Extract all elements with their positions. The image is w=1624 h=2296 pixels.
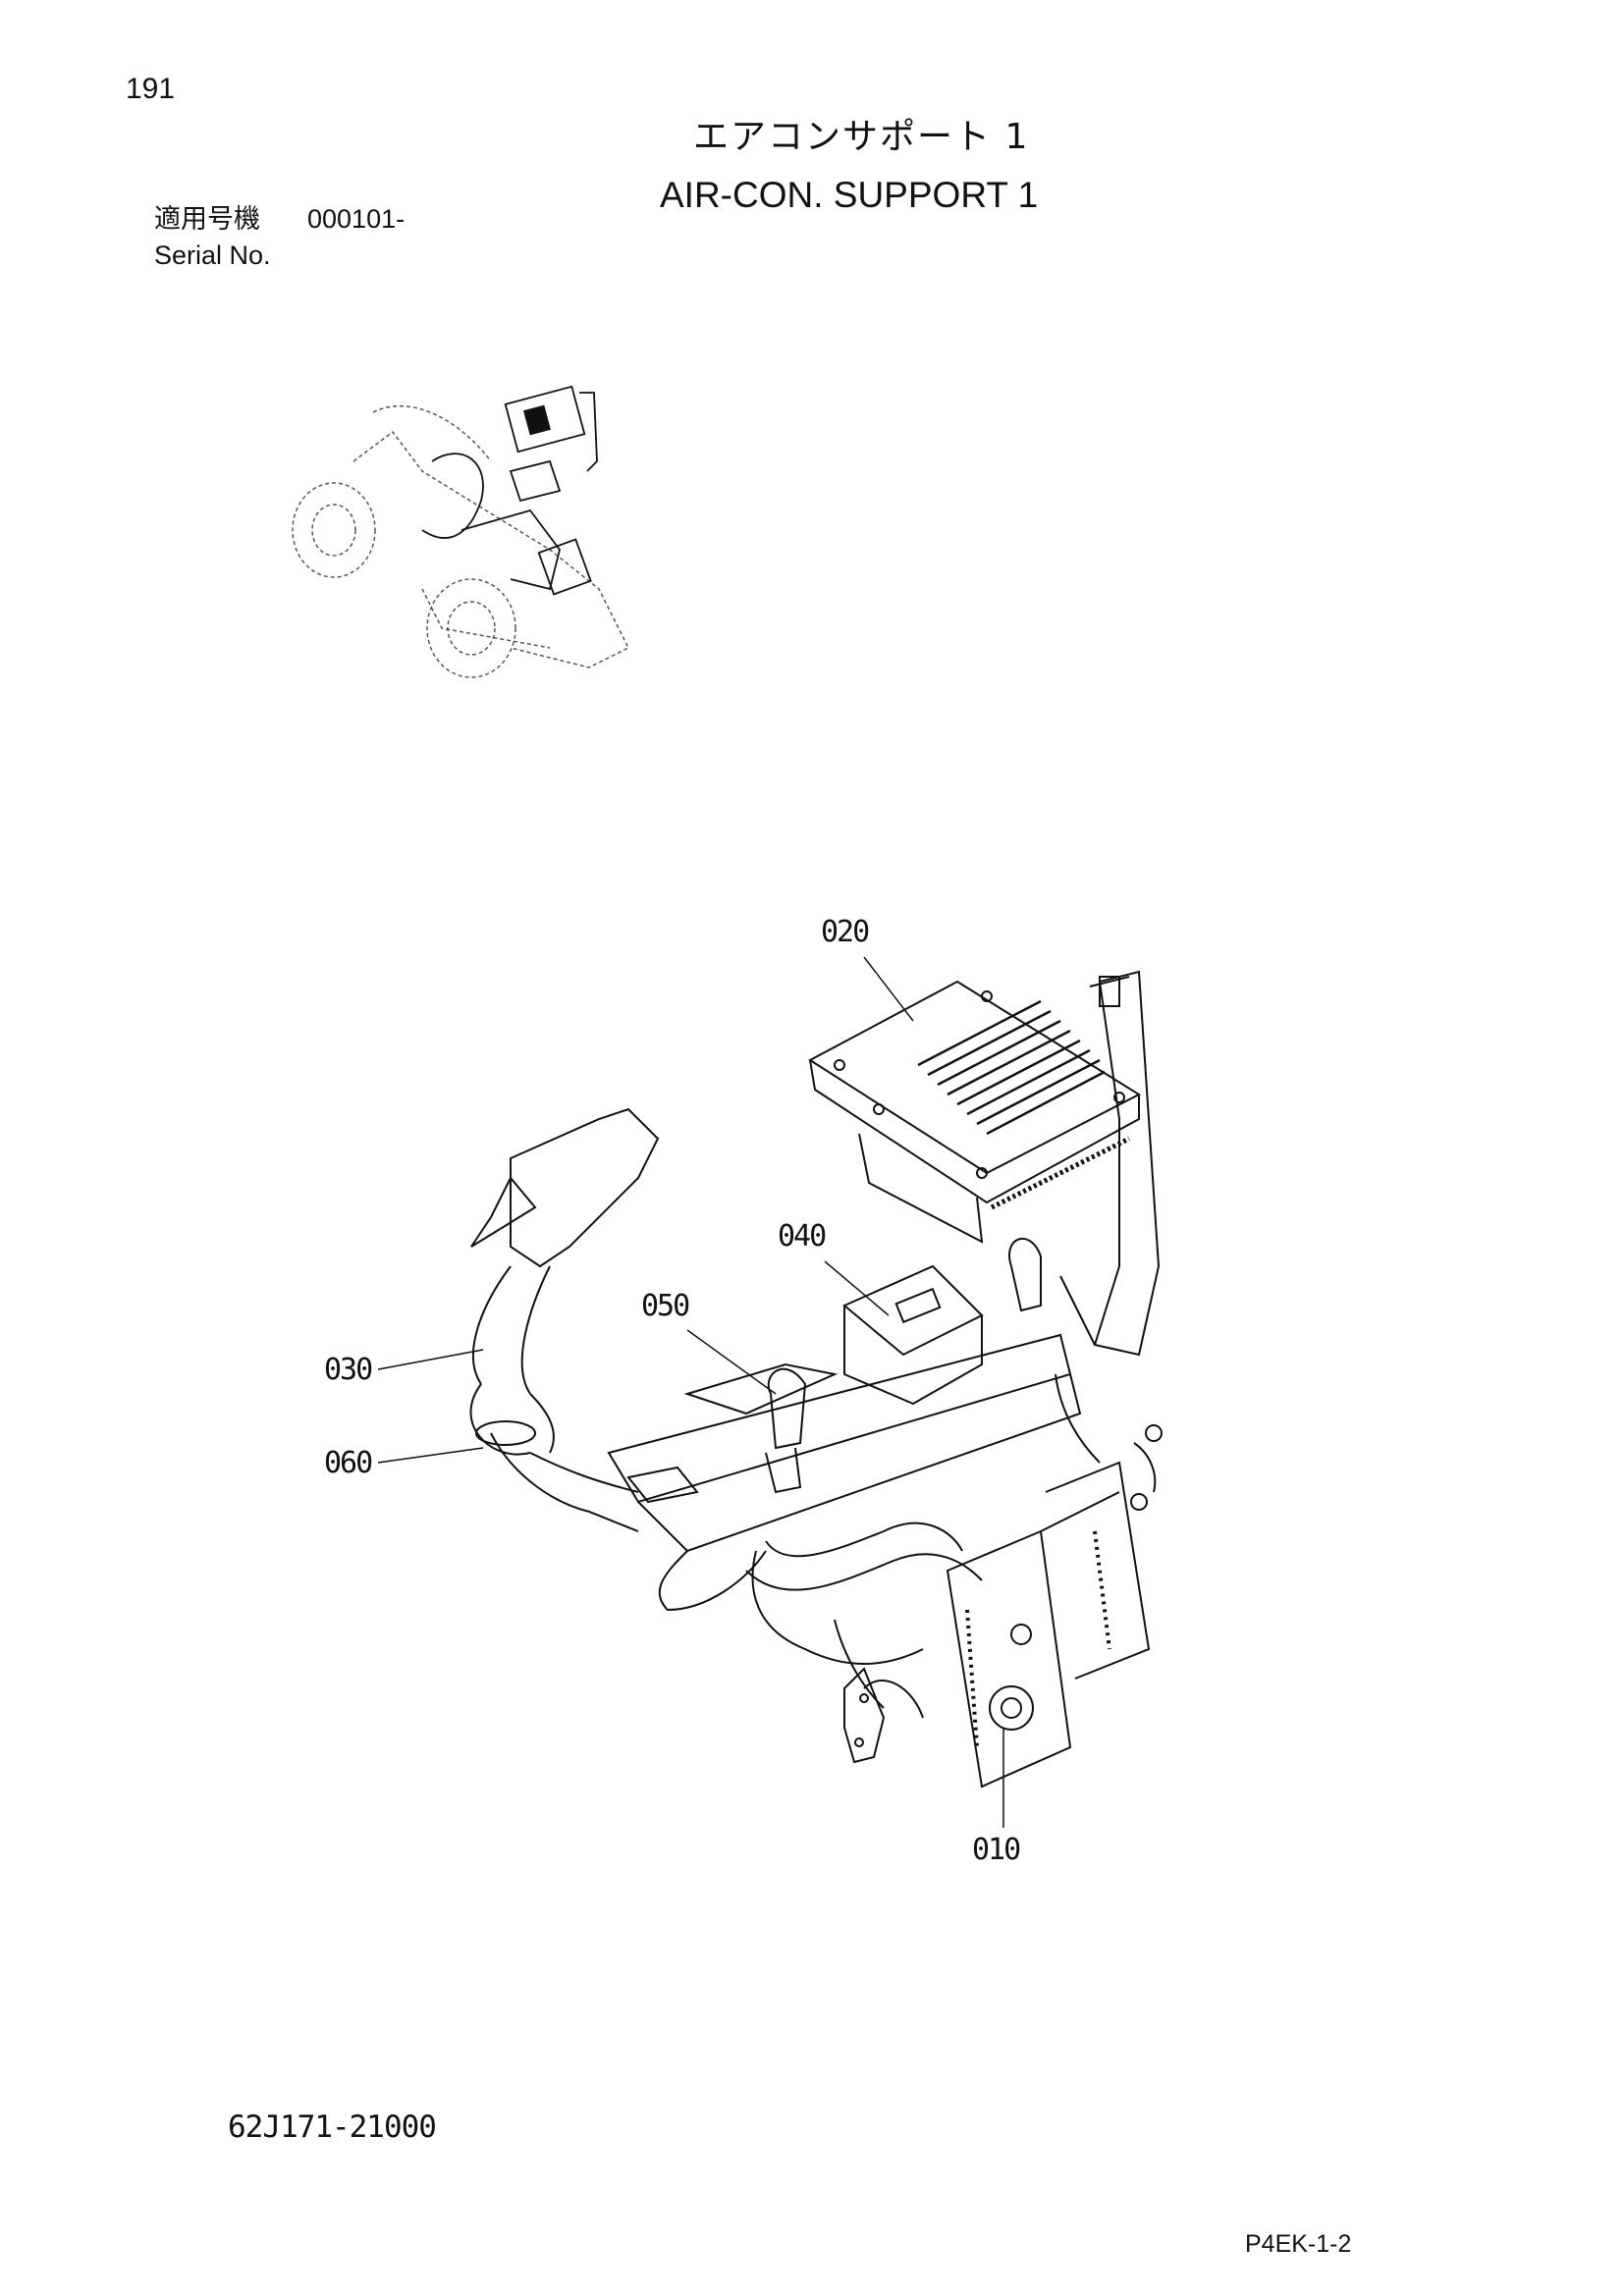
heater-unit-010: [946, 1424, 1163, 1789]
callout-050: 050: [641, 1289, 690, 1323]
callout-040: 040: [778, 1219, 827, 1254]
page-number: 191: [126, 73, 176, 105]
mount-bracket: [1059, 970, 1161, 1357]
support-frame: [607, 1237, 1082, 1612]
page-code: P4EK-1-2: [1245, 2230, 1352, 2258]
serial-number-value: 000101-: [307, 204, 406, 234]
leader-lines: [377, 956, 1004, 1828]
hoses-and-wiring: [745, 1373, 1157, 1709]
callout-010: 010: [972, 1833, 1021, 1867]
serial-label-english: Serial No.: [154, 240, 271, 270]
callout-020: 020: [821, 915, 870, 949]
serial-label-japanese: 適用号機: [154, 204, 260, 235]
duct-030-060: [469, 1107, 660, 1532]
callout-060: 060: [324, 1446, 373, 1480]
small-bracket: [843, 1667, 924, 1764]
title-english: AIR-CON. SUPPORT 1: [660, 175, 1039, 215]
document-code: 62J171-21000: [228, 2109, 437, 2145]
callout-030: 030: [324, 1353, 373, 1387]
aircon-unit-020: [808, 980, 1142, 1244]
title-japanese: エアコンサポート 1: [693, 117, 1030, 157]
